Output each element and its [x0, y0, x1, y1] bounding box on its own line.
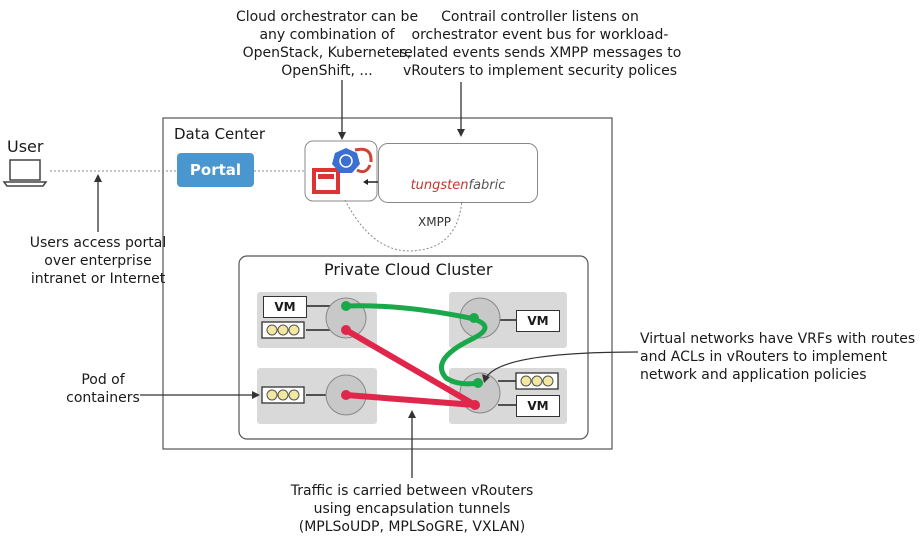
green-tunnel [345, 303, 488, 387]
user-note-arrow [94, 174, 102, 232]
pod-containers [261, 386, 305, 404]
vrf-note-line: and ACLs in vRouters to implement [640, 349, 888, 365]
orchestrator-note-line: Cloud orchestrator can be [235, 9, 419, 25]
vrf-note-line: network and application policies [640, 367, 867, 383]
vm-box: VM [516, 395, 560, 417]
red-tunnel-endpoint [341, 325, 351, 335]
portal-button[interactable]: Portal [177, 153, 254, 187]
user-access-note-line: over enterprise [44, 253, 152, 269]
openshift-icon [312, 168, 340, 194]
user-access-note: Users access portal over enterprise intr… [10, 234, 186, 288]
vrf-note-line: Virtual networks have VRFs with routes [640, 331, 916, 347]
traffic-note-line: using encapsulation tunnels [313, 501, 511, 517]
orchestrator-note-arrow [338, 80, 346, 140]
orchestrator-icon-box [304, 140, 378, 202]
tungsten-brand-part-a: tungsten [410, 178, 469, 193]
traffic-note-line: Traffic is carried between vRouters [290, 483, 534, 499]
kubernetes-icon [332, 148, 360, 173]
vrf-note-arrow [482, 351, 639, 383]
red-tunnel-endpoint [470, 400, 480, 410]
pod-containers [261, 321, 305, 339]
tungsten-brand-part-b: fabric [468, 178, 506, 193]
pod-containers [515, 372, 559, 390]
green-tunnel-endpoint [341, 301, 351, 311]
green-tunnel-endpoint [473, 378, 483, 388]
data-center-box [162, 117, 613, 450]
controller-note-line: related events sends XMPP messages to [398, 45, 682, 61]
traffic-note: Traffic is carried between vRouters usin… [282, 482, 542, 536]
pod-note-arrow [140, 391, 260, 399]
private-cloud-cluster-box [238, 255, 589, 440]
xmpp-label: XMPP [418, 215, 452, 229]
pod-note: Pod of containers [62, 371, 144, 407]
xmpp-dotted-path [344, 199, 463, 252]
red-tunnel [344, 327, 477, 408]
controller-note: Contrail controller listens on orchestra… [380, 8, 700, 80]
user-access-note-line: intranet or Internet [30, 271, 166, 287]
controller-note-arrow [457, 82, 465, 137]
tungsten-brand-label: tungstenfabric [379, 178, 537, 193]
vm-box: VM [263, 296, 307, 318]
traffic-note-arrow [408, 410, 416, 478]
green-tunnel-endpoint [469, 313, 479, 323]
data-center-title: Data Center [174, 125, 266, 143]
controller-note-line: Contrail controller listens on [441, 9, 639, 25]
red-tunnel [345, 392, 476, 408]
user-access-note-line: Users access portal [29, 235, 167, 251]
orchestrator-note-line: any combination of [259, 27, 395, 43]
vm-box: VM [516, 310, 560, 332]
private-cloud-cluster-title: Private Cloud Cluster [324, 260, 493, 279]
red-tunnel-endpoint [341, 390, 351, 400]
tungsten-controller-box: tungstenfabric [378, 143, 538, 203]
controller-note-line: orchestrator event bus for workload- [411, 27, 669, 43]
vrf-note: Virtual networks have VRFs with routes a… [640, 330, 920, 384]
pod-note-line: Pod of [81, 372, 125, 388]
laptop-icon [2, 159, 48, 187]
controller-note-line: vRouters to implement security polices [402, 63, 678, 79]
user-label: User [7, 137, 44, 156]
orchestrator-note-line: OpenShift, ... [281, 63, 373, 79]
pod-note-line: containers [66, 390, 140, 406]
traffic-note-line: (MPLSoUDP, MPLSoGRE, VXLAN) [298, 519, 526, 535]
openstack-icon [354, 147, 373, 174]
orchestrator-note: Cloud orchestrator can be any combinatio… [222, 8, 432, 80]
orchestrator-note-line: OpenStack, Kubernetes, [242, 45, 412, 61]
